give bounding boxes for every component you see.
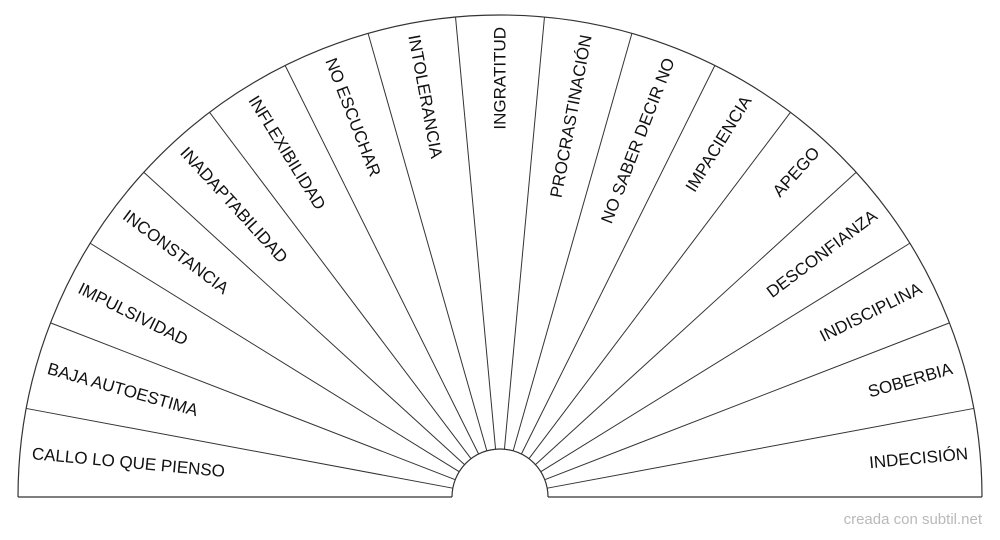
- segment-divider: [367, 33, 488, 451]
- segment-divider: [520, 65, 716, 455]
- segment-label: INADAPTABILIDAD: [176, 143, 291, 267]
- segment-label: INFLEXIBILIDAD: [244, 92, 329, 213]
- segment-divider: [547, 407, 974, 489]
- segment-label: INTOLERANCIA: [404, 33, 446, 160]
- segment-label: APEGO: [769, 143, 824, 200]
- segment-label: INGRATITUD: [491, 27, 510, 130]
- segment-divider: [143, 171, 465, 466]
- outer-arc: [17, 14, 983, 498]
- segment-label: INCONSTANCIA: [119, 206, 232, 298]
- segment-label: NO SABER DECIR NO: [597, 55, 678, 226]
- credit-text: creada con subtil.net: [843, 511, 982, 528]
- segment-divider: [528, 112, 791, 459]
- segment-label: DESCONFIANZA: [763, 206, 881, 302]
- segment-label: NO ESCUCHAR: [321, 55, 384, 179]
- segment-divider: [512, 33, 633, 451]
- segment-divider: [50, 322, 456, 481]
- segment-divider: [89, 242, 460, 473]
- segment-divider: [26, 407, 453, 489]
- inner-arc: [451, 448, 549, 498]
- segment-label: PROCRASTINACIÓN: [547, 33, 596, 199]
- segment-label: INDISCIPLINA: [817, 279, 926, 346]
- segment-divider: [535, 171, 857, 466]
- segment-label: IMPACIENCIA: [682, 92, 756, 195]
- segment-label: INDECISIÓN: [868, 444, 969, 472]
- segment-divider: [540, 242, 911, 473]
- segment-divider: [284, 65, 480, 455]
- segment-label: BAJA AUTOESTIMA: [45, 359, 200, 420]
- segment-divider: [503, 17, 545, 450]
- chart-lines: [17, 14, 983, 498]
- segment-divider: [209, 112, 472, 459]
- segment-divider: [455, 17, 497, 450]
- segment-label: SOBERBIA: [866, 359, 955, 401]
- segment-divider: [544, 322, 950, 481]
- segment-label: CALLO LO QUE PIENSO: [31, 444, 226, 481]
